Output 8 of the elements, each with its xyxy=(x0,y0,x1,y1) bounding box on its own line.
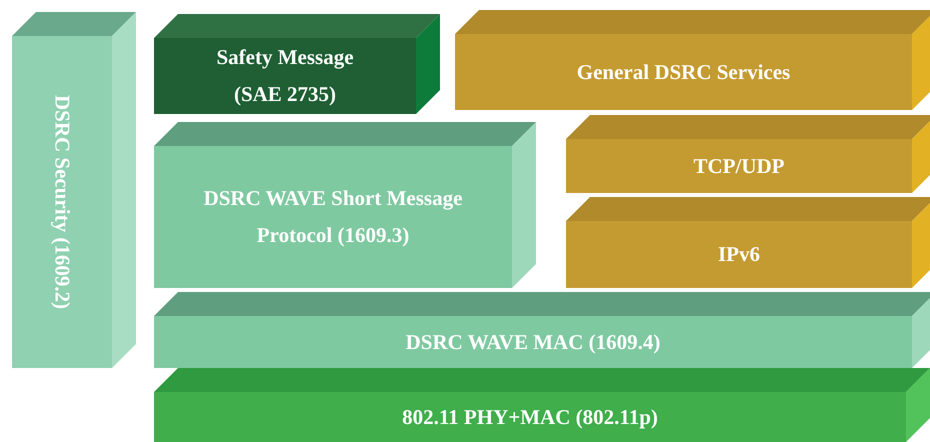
layer-label: DSRC WAVE MAC (1609.4) xyxy=(406,328,660,356)
layer-label: General DSRC Services xyxy=(576,58,790,86)
layer-label: TCP/UDP xyxy=(694,152,784,180)
layer-label: IPv6 xyxy=(718,241,760,268)
layer-label: 802.11 PHY+MAC (802.11p) xyxy=(402,404,658,431)
layer-label: DSRC WAVE Short Message Protocol (1609.3) xyxy=(202,185,464,249)
layer-label: DSRC Security (1609.2) xyxy=(49,94,76,310)
layer-label: Safety Message (SAE 2735) xyxy=(215,44,355,108)
